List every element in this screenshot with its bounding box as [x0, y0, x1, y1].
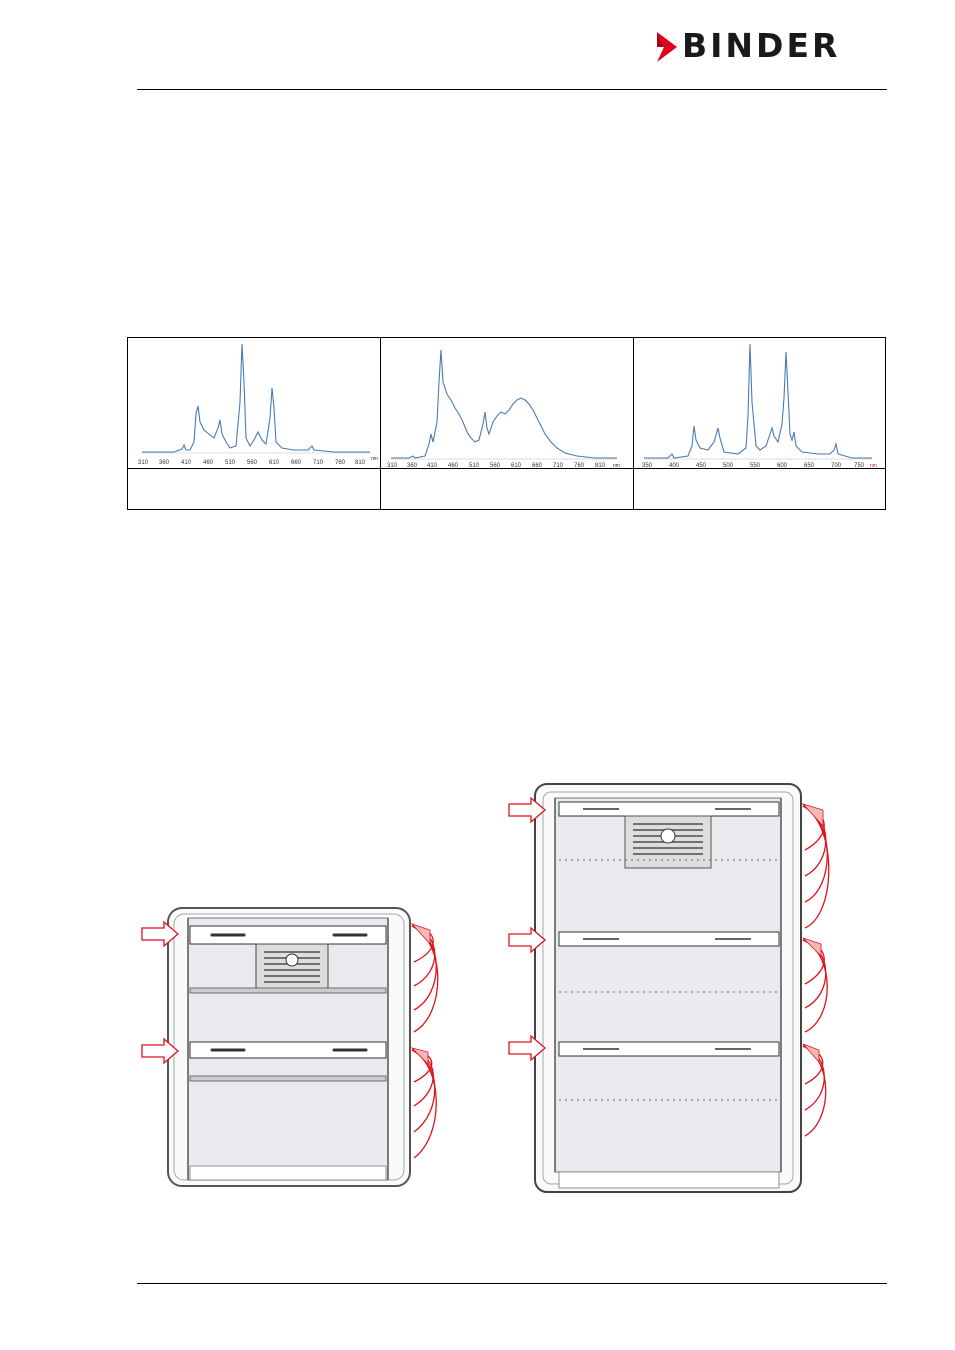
- tick-label: 550: [750, 463, 761, 468]
- tick-label: 500: [723, 463, 734, 468]
- spectrum-curve: [142, 343, 370, 453]
- large-chamber-diagram: [508, 783, 830, 1193]
- small-chamber-diagram: [141, 907, 439, 1187]
- tick-label: 660: [532, 463, 543, 468]
- unit-label: nm: [870, 463, 877, 468]
- tick-label: 610: [511, 463, 522, 468]
- logo-mark-icon: [657, 32, 677, 62]
- table-divider: [380, 338, 381, 509]
- fan-grille: [255, 943, 329, 991]
- shelf: [189, 987, 387, 994]
- tick-label: 350: [642, 463, 653, 468]
- tick-label: 650: [804, 463, 815, 468]
- spectrum-caption-1: [128, 469, 380, 509]
- tick-label: 450: [696, 463, 707, 468]
- tick-label: 410: [181, 460, 192, 466]
- spectrum-chart-2: 310 360 410 460 510 560 610 660 710 760 …: [387, 349, 620, 468]
- spectrum-chart-1: 310 360 410 460 510 560 610 660 710 760 …: [138, 343, 378, 466]
- tick-label: 310: [387, 463, 398, 468]
- light-module-lower: [558, 1041, 780, 1057]
- right-arrow-icon: [508, 926, 546, 954]
- tick-label: 710: [313, 460, 324, 466]
- tick-label: 660: [291, 460, 302, 466]
- right-arrow-icon: [141, 1037, 179, 1065]
- tick-label: 760: [335, 460, 346, 466]
- tick-label: 310: [138, 460, 149, 466]
- unit-label: nm: [371, 456, 378, 462]
- tick-label: 560: [490, 463, 501, 468]
- tick-label: 560: [247, 460, 258, 466]
- tick-label: 410: [427, 463, 438, 468]
- tick-label: 460: [203, 460, 214, 466]
- curved-arrow-icon: [802, 805, 830, 1137]
- right-arrow-icon: [141, 920, 179, 948]
- curved-arrow-icon: [411, 925, 439, 1159]
- spectrum-chart-3: 350 400 450 500 550 600 650 700 750 nm: [642, 343, 877, 468]
- light-module-middle: [189, 1041, 387, 1059]
- shelf: [189, 1075, 387, 1082]
- tick-label: 750: [854, 463, 865, 468]
- right-arrow-icon: [508, 796, 546, 824]
- spectrum-caption-2: [381, 469, 633, 509]
- unit-label: nm: [613, 463, 620, 468]
- binder-logo: BINDER: [655, 26, 887, 65]
- spectrum-caption-3: [634, 469, 886, 509]
- table-divider: [633, 338, 634, 509]
- tick-label: 400: [669, 463, 680, 468]
- light-module-middle: [558, 931, 780, 947]
- right-arrow-icon: [508, 1034, 546, 1062]
- tick-label: 610: [269, 460, 280, 466]
- tick-label: 600: [777, 463, 788, 468]
- brand-name: BINDER: [682, 26, 841, 65]
- tick-label: 810: [595, 463, 606, 468]
- spectrum-curve: [644, 343, 872, 459]
- tick-label: 710: [553, 463, 564, 468]
- tick-label: 360: [159, 460, 170, 466]
- tick-label: 460: [448, 463, 459, 468]
- light-spectra-table: 310 360 410 460 510 560 610 660 710 760 …: [127, 337, 886, 510]
- tick-label: 360: [407, 463, 418, 468]
- tick-label: 760: [574, 463, 585, 468]
- footer-divider: [137, 1283, 887, 1284]
- table-divider: [128, 468, 885, 469]
- tick-label: 510: [469, 463, 480, 468]
- tick-label: 700: [831, 463, 842, 468]
- header-divider: [137, 89, 887, 90]
- spectrum-curve: [391, 349, 617, 459]
- tick-label: 510: [225, 460, 236, 466]
- tick-label: 810: [355, 460, 366, 466]
